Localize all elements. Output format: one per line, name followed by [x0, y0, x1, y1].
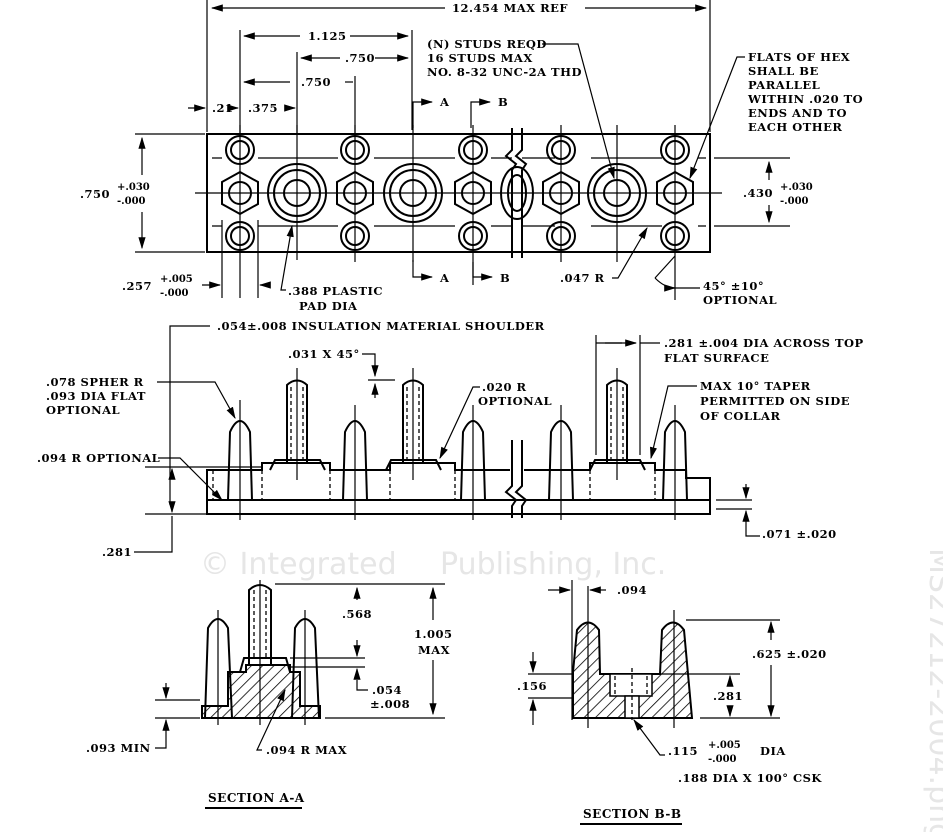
side-view: .054±.008 INSULATION MATERIAL SHOULDER .…: [37, 319, 864, 559]
chamfer-note-line-2: OPTIONAL: [703, 293, 777, 307]
taper-note-line-2: PERMITTED ON SIDE: [700, 394, 850, 408]
studs-note-line-3: NO. 8-32 UNC-2A THD: [427, 65, 582, 79]
spher-note-line-2: .093 DIA FLAT: [46, 389, 146, 403]
dia-note-line-1: .281 ±.004 DIA ACROSS TOP: [664, 336, 864, 350]
hex-note-line-3: PARALLEL: [748, 78, 820, 92]
width-tol-plus: +.030: [117, 182, 150, 193]
dim-094: .094: [617, 583, 647, 597]
radius-047-note: .047 R: [560, 271, 605, 285]
dim-375: .375: [248, 101, 278, 115]
hole-dia-suffix: DIA: [760, 744, 786, 758]
dim-1005-max: MAX: [418, 643, 450, 657]
watermark-line-3: MS27212-2004.png: [922, 548, 943, 832]
shoulder-note: .054±.008 INSULATION MATERIAL SHOULDER: [217, 319, 545, 333]
overall-length-dim: 12.454 MAX REF: [452, 1, 568, 15]
dim-750-mid: .750: [301, 75, 331, 89]
inner-tol-plus: +.030: [780, 182, 813, 193]
hex-note-line-1: FLATS OF HEX: [748, 50, 850, 64]
watermark-line-1: © Integrated: [200, 547, 397, 582]
plan-view: 12.454 MAX REF 1.125 .750 .750 .21 .375 …: [80, 0, 863, 313]
height-281-dim: .281: [102, 545, 132, 559]
section-aa-title: SECTION A-A: [208, 791, 305, 805]
hex-note-line-6: EACH OTHER: [748, 120, 842, 134]
studs-note-line-2: 16 STUDS MAX: [427, 51, 533, 65]
section-b-marker-bottom: B: [500, 271, 510, 285]
chamfer-031-note: .031 X 45°: [288, 347, 360, 361]
dim-625: .625 ±.020: [752, 647, 827, 661]
width-tol-minus: -.000: [117, 196, 146, 207]
offset-dim: .257: [122, 279, 152, 293]
dim-750-top: .750: [345, 51, 375, 65]
section-a-marker-bottom: A: [439, 271, 450, 285]
dim-1125: 1.125: [308, 29, 347, 43]
hex-note-line-4: WITHIN .020 TO: [747, 92, 863, 106]
section-bb: .094 .625 ±.020 .281 .156 .115 +.005 -.0…: [517, 580, 827, 825]
standoff-row-top: [225, 135, 690, 165]
spher-note-line-1: .078 SPHER R: [46, 375, 144, 389]
studs-note-line-1: (N) STUDS REQD: [427, 37, 547, 51]
radius-094-max: .094 R MAX: [266, 743, 347, 757]
watermark-line-2: Publishing, Inc.: [440, 547, 666, 582]
taper-note-line-1: MAX 10° TAPER: [700, 379, 811, 393]
pad-note-line-1: .388 PLASTIC: [288, 284, 383, 298]
section-b-marker-top: B: [498, 95, 508, 109]
offset-tol-plus: +.005: [160, 274, 193, 285]
dim-054-tol: ±.008: [370, 697, 410, 711]
dia-note-line-2: FLAT SURFACE: [664, 351, 769, 365]
dim-054: .054: [372, 683, 402, 697]
radius-094-note: .094 R OPTIONAL: [37, 451, 160, 465]
radius-020-line-2: OPTIONAL: [478, 394, 552, 408]
dim-093-min: .093 MIN: [86, 741, 151, 755]
hole-tol-plus: +.005: [708, 740, 741, 751]
section-aa: .568 .054 ±.008 1.005 MAX .093 MIN .094 …: [86, 580, 453, 809]
hole-tol-minus: -.000: [708, 754, 737, 765]
chamfer-note-line-1: 45° ±10°: [703, 279, 764, 293]
side-studs: [269, 379, 646, 471]
section-bb-title: SECTION B-B: [583, 807, 682, 821]
spher-note-line-3: OPTIONAL: [46, 403, 120, 417]
width-dim: .750: [80, 187, 110, 201]
section-a-marker-top: A: [439, 95, 450, 109]
hole-dia: .115: [668, 744, 698, 758]
hex-note-line-5: ENDS AND TO: [748, 106, 847, 120]
base-dim: .071 ±.020: [762, 527, 837, 541]
offset-tol-minus: -.000: [160, 288, 189, 299]
pad-note-line-2: PAD DIA: [299, 299, 358, 313]
inner-dim: .430: [743, 186, 773, 200]
dim-281-section: .281: [713, 689, 743, 703]
dim-156: .156: [517, 679, 547, 693]
watermark: © Integrated Publishing, Inc. MS27212-20…: [200, 547, 943, 832]
dim-568: .568: [342, 607, 372, 621]
hex-note-line-2: SHALL BE: [748, 64, 819, 78]
dim-21: .21: [212, 101, 234, 115]
inner-tol-minus: -.000: [780, 196, 809, 207]
taper-note-line-3: OF COLLAR: [700, 409, 781, 423]
csk-note: .188 DIA X 100° CSK: [678, 771, 822, 785]
dim-1005: 1.005: [414, 627, 453, 641]
radius-020-line-1: .020 R: [482, 380, 527, 394]
